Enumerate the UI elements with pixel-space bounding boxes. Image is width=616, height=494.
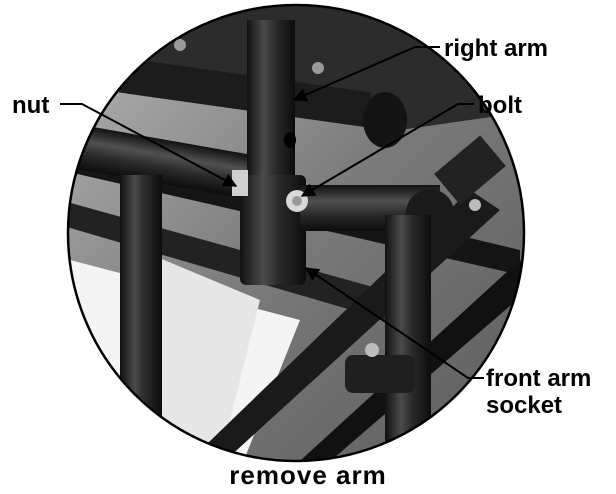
label-nut: nut [12, 92, 49, 119]
photo-inset [68, 5, 524, 461]
figure-caption: remove arm [229, 460, 386, 490]
front-arm-socket-leader [304, 267, 484, 379]
leader-lines [60, 46, 484, 379]
label-front-arm-line2: socket [486, 392, 562, 419]
label-front-arm-line1: front arm [486, 365, 591, 392]
bolt-leader [300, 103, 474, 197]
label-bolt: bolt [478, 92, 522, 119]
inset-border [66, 3, 526, 463]
nut-leader [60, 103, 238, 187]
right-arm-leader [292, 46, 440, 102]
label-right-arm: right arm [444, 35, 548, 62]
